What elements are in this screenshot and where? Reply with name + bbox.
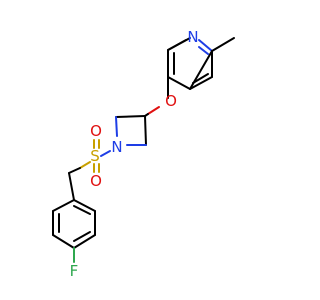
azetidine-ring [115,115,147,146]
bond-n-c2-inner [198,46,209,55]
sulfonyl-oxygen-top-label: O [90,122,102,140]
bond-ar-4-inner [73,231,91,242]
ether-oxygen-label: O [165,92,177,110]
bond-c3-c4 [167,76,191,90]
azetidine-nitrogen-label: N [111,138,122,156]
bond-ar-1 [52,199,75,212]
bond-s-ch2 [79,161,91,169]
bond-c6-n [167,39,187,51]
pyridine-nitrogen-label: N [187,28,198,46]
fluorine-label: F [70,262,79,280]
bond-c3-c2-inner [192,73,209,84]
pyridine-ring [167,37,235,90]
bond-ar-4 [73,234,96,249]
bond-az-c3-c4 [115,115,146,118]
bond-o-c3az [147,106,160,115]
fluorophenyl-ring [52,172,96,263]
bond-n-s [100,150,111,157]
bond-ar-3 [52,234,75,249]
sulfur-label: S [90,147,100,165]
bond-az-c4-n [115,116,118,137]
atom-labels: N O N S O O F [70,28,199,280]
molecule-structure: N O N S O O F [52,28,235,280]
sulfonyl-group [68,139,111,174]
bond-ch2 [68,167,81,174]
bond-ar-6 [73,199,96,212]
sulfonyl-oxygen-bottom-label: O [90,172,102,190]
bond-c3-c2 [189,76,213,90]
bond-ar-6-inner [73,205,91,215]
bond-n-c2 [198,39,213,52]
bond-methyl [211,37,235,52]
bond-az-c3-c2 [144,115,147,146]
molecule-canvas: N O N S O O F [52,28,235,280]
bond-ch2-c1 [68,172,75,201]
